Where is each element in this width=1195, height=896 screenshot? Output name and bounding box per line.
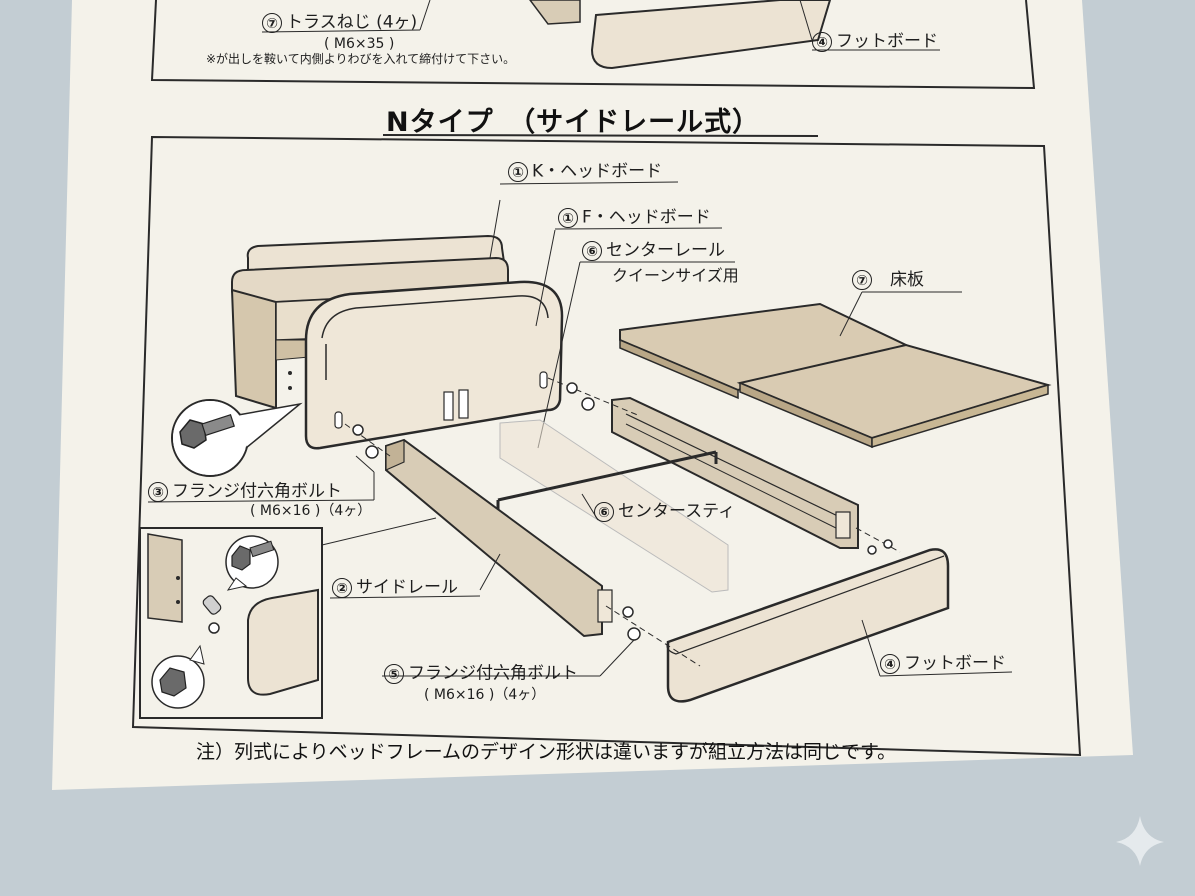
top-bracket [529, 0, 581, 25]
top-screw-note: ※が出しを鞍いて内側よりわびを入れて締付けて下さい。 [206, 52, 516, 66]
center-rail-ghost [499, 419, 729, 593]
sparkle-icon [1116, 816, 1164, 866]
side-rail [329, 438, 613, 638]
label-center-rail-sub: クイーンサイズ用 [612, 266, 739, 285]
bolt-magnifier-3 [147, 399, 375, 503]
top-frame [150, 0, 1036, 90]
top-footboard [590, 0, 832, 70]
label-flange-bolt-3-size: ( M6×16 )（4ヶ） [250, 503, 372, 519]
top-screw-size: ( M6×35 ) [324, 36, 395, 52]
section-title: Nタイプ （サイドレール式） [386, 107, 761, 138]
center-rail [611, 396, 859, 549]
nuts [352, 382, 893, 641]
footnote: 注）列式によりベッドフレームのデザイン形状は違いますが組立方法は同じです。 [196, 741, 897, 763]
title-underline [382, 134, 819, 137]
floor-boards [619, 291, 1052, 449]
label-flange-bolt-5-size: ( M6×16 )（4ヶ） [424, 687, 546, 703]
detail-inset [139, 517, 437, 719]
footboard [666, 548, 1013, 703]
f-headboard [304, 227, 723, 450]
